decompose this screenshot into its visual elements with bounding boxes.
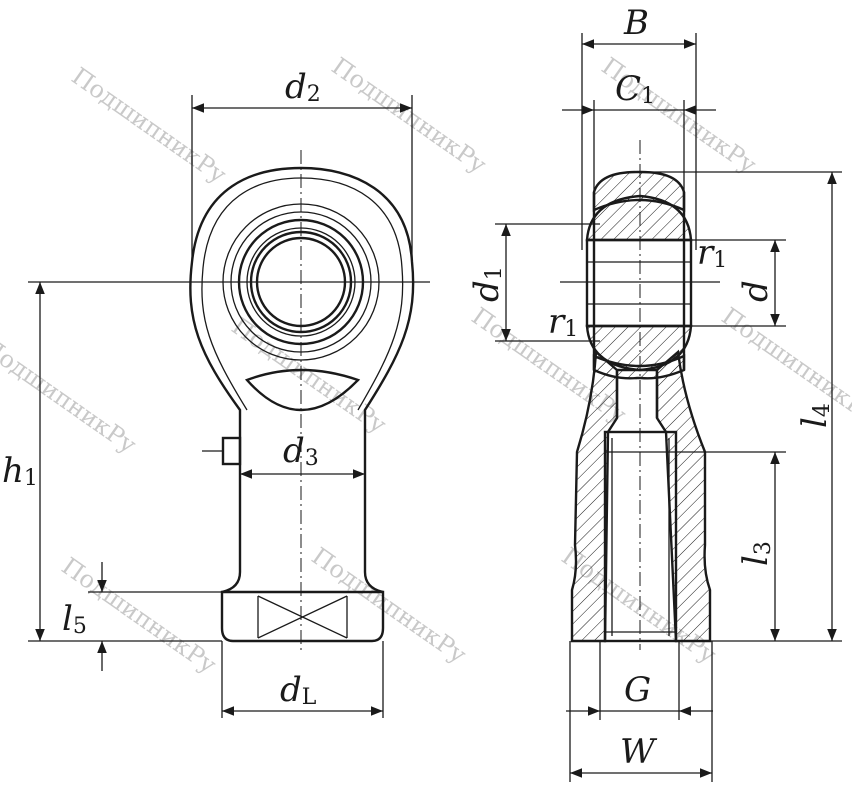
label-B: B [623, 3, 649, 43]
label-G: G [624, 670, 651, 710]
label-l4: l4 [795, 403, 835, 428]
label-dL: dL [280, 670, 317, 710]
housing-section [655, 349, 712, 643]
front-view [28, 150, 430, 650]
label-r1-lower: r1 [548, 302, 578, 342]
label-l5: l5 [62, 599, 87, 639]
watermark-text: ПодшипникРу [307, 542, 472, 669]
section-view [560, 140, 720, 650]
hex-base [220, 590, 385, 643]
lube-nipple [221, 436, 242, 466]
label-C1: C1 [615, 69, 655, 109]
label-d3: d3 [283, 431, 319, 471]
label-d1: d1 [467, 266, 507, 302]
shank-fillet-left [221, 571, 242, 594]
label-r1-upper: r1 [697, 233, 727, 273]
watermark-text: ПодшипникРу [327, 52, 492, 179]
label-h1: h1 [2, 451, 38, 491]
label-W: W [620, 732, 658, 772]
inner-ring-bore [585, 238, 693, 328]
watermark-text: ПодшипникРу [67, 62, 232, 189]
pocket-outline [244, 368, 361, 412]
section-dimensions: B C1 d1 r1 r1 d l4 l3 [467, 3, 842, 782]
label-d2: d2 [285, 67, 321, 107]
hex-cross [257, 595, 348, 639]
label-l3: l3 [736, 541, 776, 566]
label-d: d [736, 280, 776, 302]
watermarks: ПодшипникРу ПодшипникРу ПодшипникРу Подш… [0, 52, 852, 679]
front-dimensions: d2 h1 d3 l5 dL [2, 67, 413, 718]
watermark-text: ПодшипникРу [0, 332, 141, 459]
